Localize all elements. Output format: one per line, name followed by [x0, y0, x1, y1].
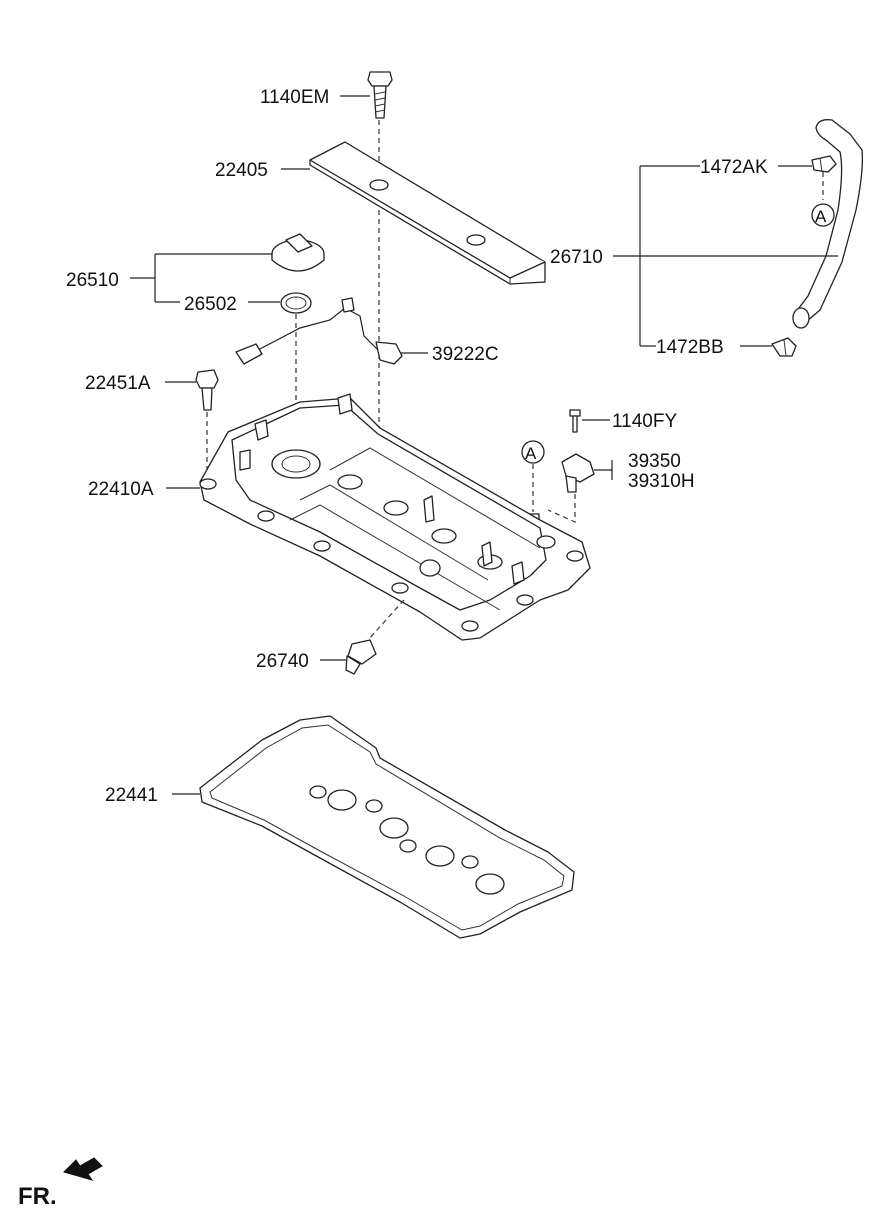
cam-sensor-39350 — [561, 453, 595, 493]
label-1140em: 1140EM — [260, 87, 329, 108]
cover-plate-22405 — [309, 141, 546, 285]
gasket-22441 — [199, 715, 575, 939]
ref-a-top: A — [815, 207, 827, 226]
clamp-1472ak — [811, 155, 837, 173]
label-26510: 26510 — [66, 270, 119, 291]
ref-a-circle-cover — [521, 440, 545, 464]
label-22441: 22441 — [105, 785, 158, 806]
clamp-1472bb — [771, 337, 797, 357]
label-22405: 22405 — [215, 160, 268, 181]
front-arrow-icon — [63, 1157, 103, 1181]
label-26710: 26710 — [550, 247, 603, 268]
label-22410a: 22410A — [88, 479, 154, 500]
label-1140fy: 1140FY — [612, 411, 677, 432]
label-39310h: 39310H — [628, 471, 695, 492]
label-39222c: 39222C — [432, 344, 499, 365]
harness-39222c — [235, 297, 403, 365]
breather-hose-26710 — [792, 119, 864, 329]
front-orientation-label: FR. — [18, 1183, 57, 1210]
label-26502: 26502 — [184, 294, 237, 315]
label-22451a: 22451A — [85, 373, 151, 394]
bolt-22451a — [195, 369, 219, 411]
ref-a-cover: A — [525, 444, 537, 463]
pcv-valve-26740 — [345, 639, 377, 675]
label-1472ak: 1472AK — [700, 157, 768, 178]
ref-a-circle-top — [811, 203, 835, 227]
rocker-cover-22410a — [199, 393, 591, 641]
oil-cap-gasket-26502 — [280, 292, 312, 314]
oil-cap-26510 — [271, 233, 325, 272]
label-1472bb: 1472BB — [656, 337, 724, 358]
bolt-1140em — [367, 71, 393, 119]
label-26740: 26740 — [256, 651, 309, 672]
bolt-1140fy — [569, 409, 581, 433]
label-39350: 39350 — [628, 451, 681, 472]
